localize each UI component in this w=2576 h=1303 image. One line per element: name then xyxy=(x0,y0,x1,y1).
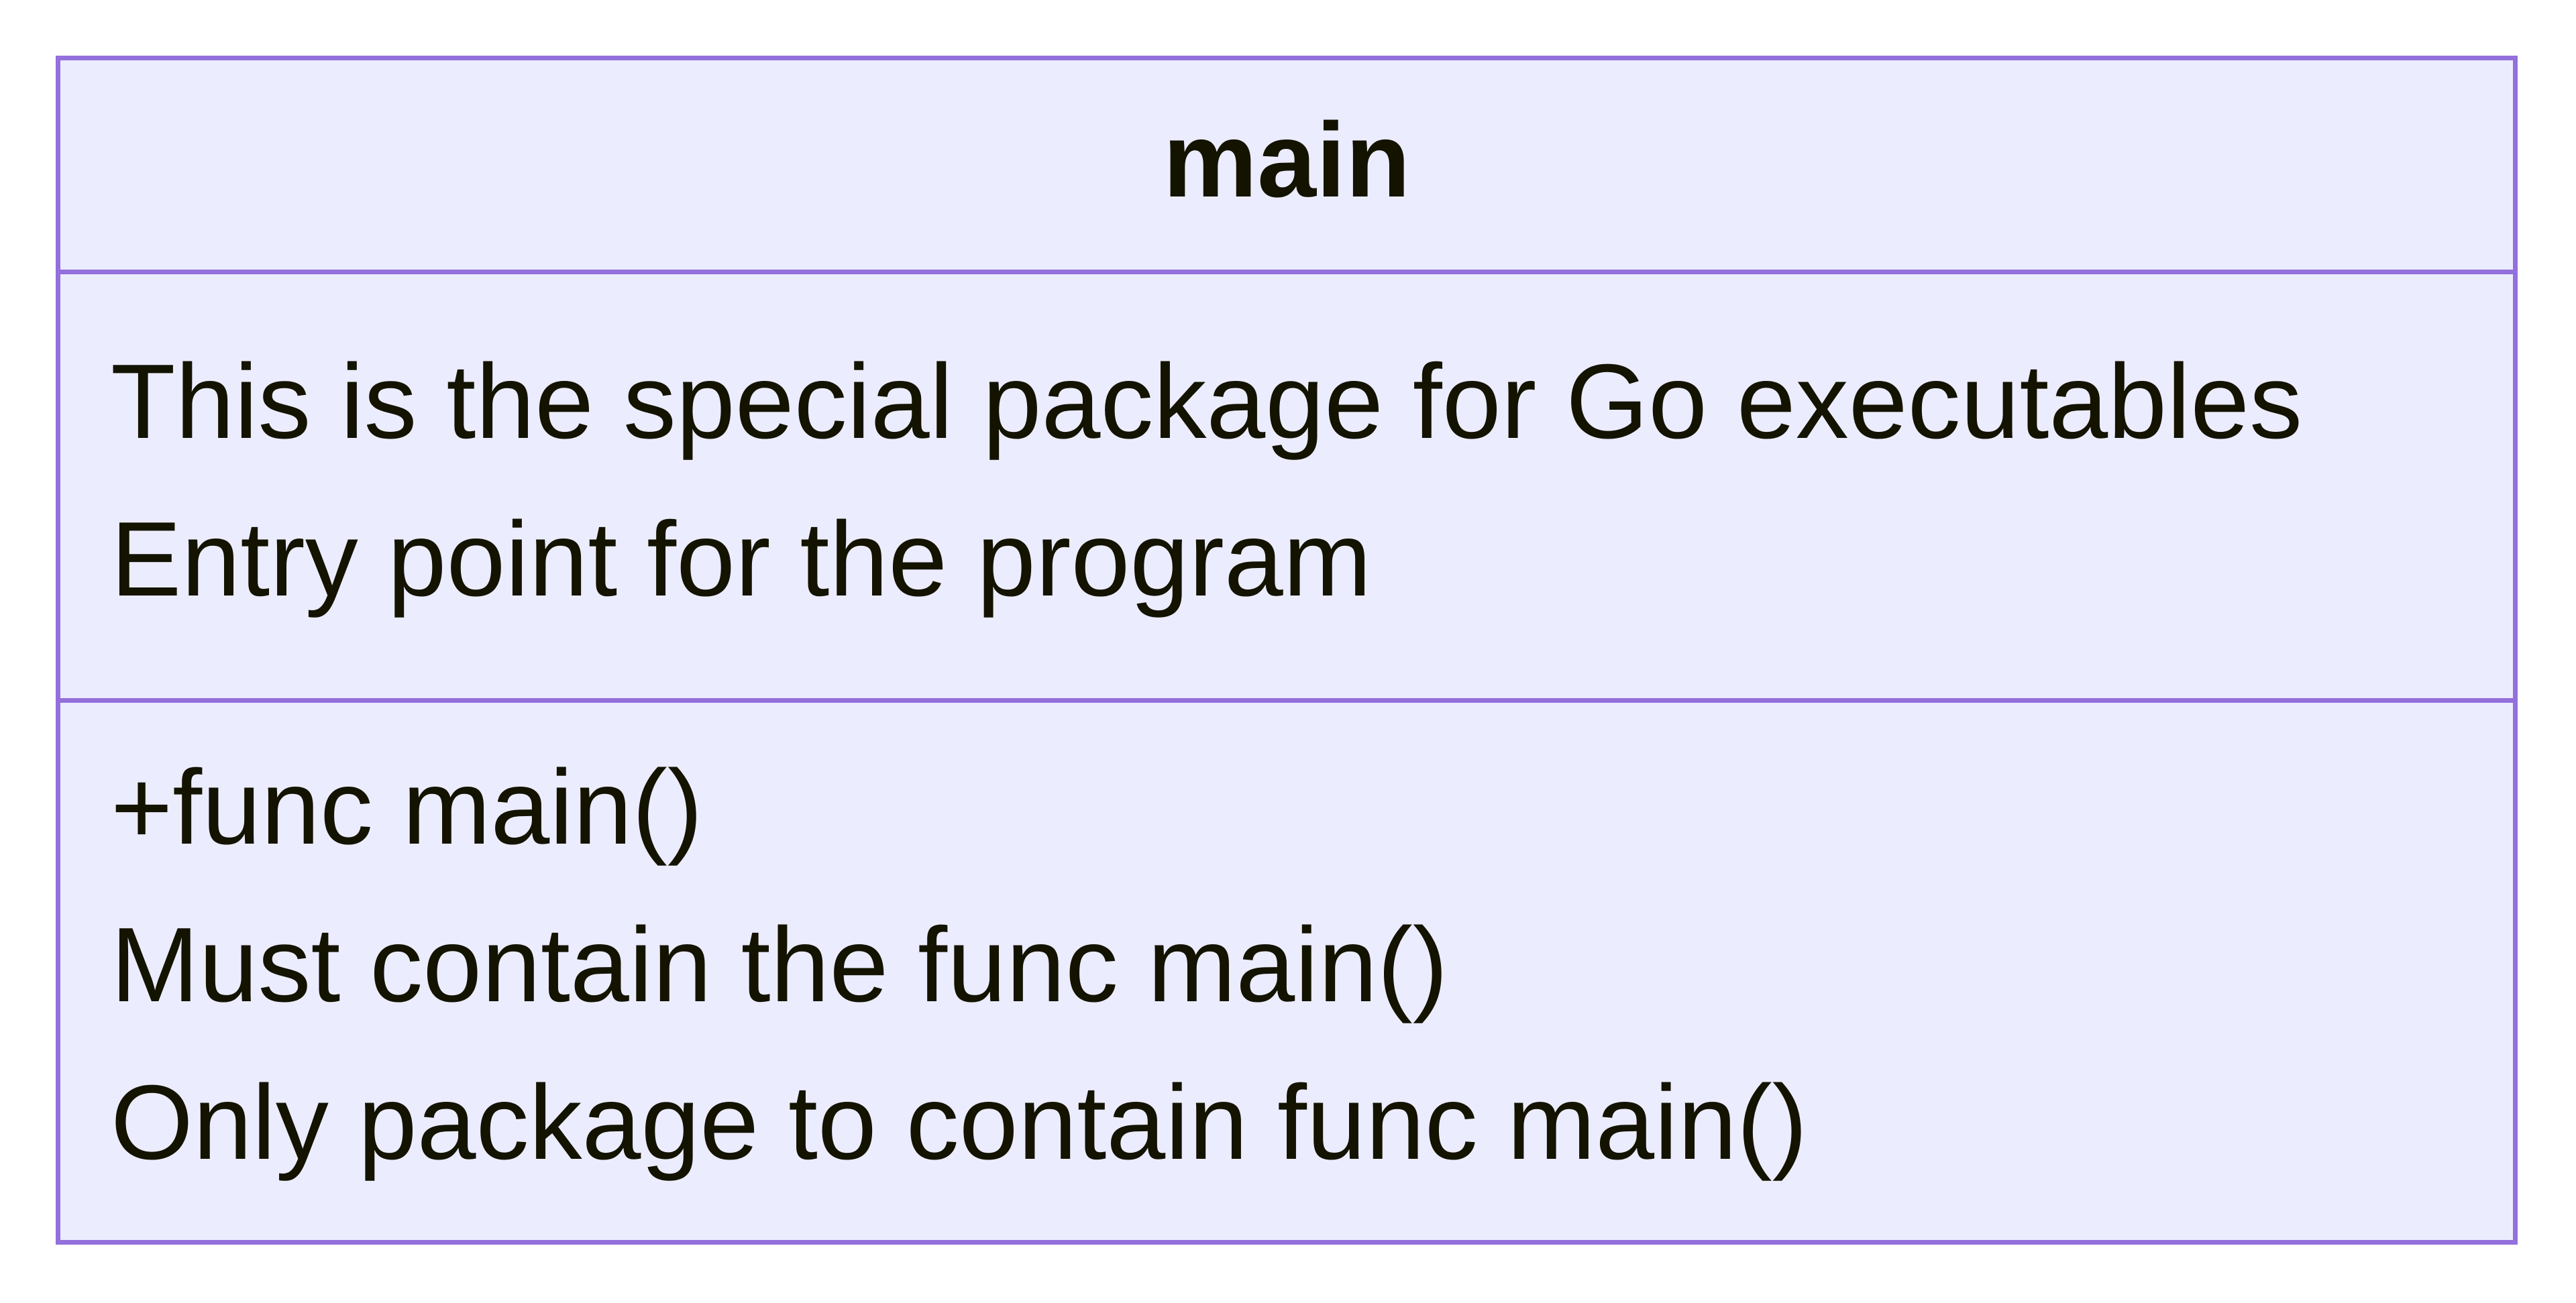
attribute-item: Entry point for the program xyxy=(111,500,1372,618)
attribute-item: This is the special package for Go execu… xyxy=(111,343,2303,461)
method-item: Must contain the func main() xyxy=(111,906,1448,1024)
method-item: +func main() xyxy=(111,748,703,866)
method-item: Only package to contain func main() xyxy=(111,1064,1808,1182)
class-name: main xyxy=(1163,101,1411,219)
class-node-main: main This is the special package for Go … xyxy=(56,56,2518,1245)
class-header: main xyxy=(60,60,2513,270)
header-divider xyxy=(60,270,2513,274)
members-divider xyxy=(60,698,2513,703)
